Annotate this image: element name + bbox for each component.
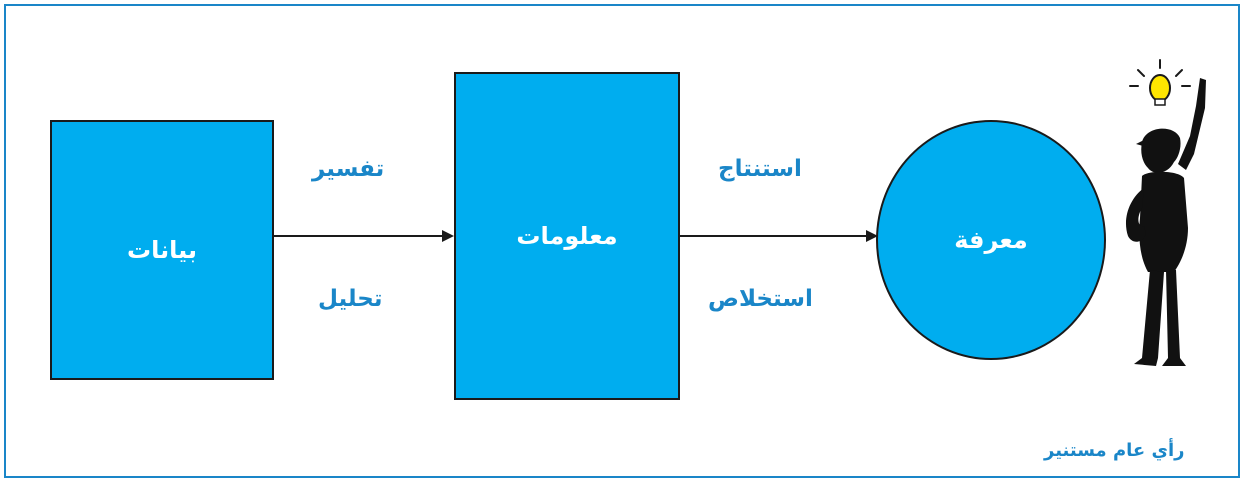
node-information: معلومات <box>454 72 680 400</box>
edge-label-extraction: استخلاص <box>708 286 813 312</box>
edge-label-interpretation: تفسير <box>312 156 385 182</box>
node-information-label: معلومات <box>516 222 618 250</box>
node-data: بيانات <box>50 120 274 380</box>
node-knowledge: معرفة <box>876 120 1106 360</box>
node-knowledge-label: معرفة <box>954 226 1028 254</box>
node-data-label: بيانات <box>127 236 197 264</box>
diagram-frame <box>4 4 1240 478</box>
edge-label-analysis: تحليل <box>318 286 383 312</box>
thinking-person-icon <box>1125 59 1206 366</box>
edge-label-inference: استنتاج <box>718 156 802 182</box>
caption: رأي عام مستنير <box>1044 440 1185 461</box>
